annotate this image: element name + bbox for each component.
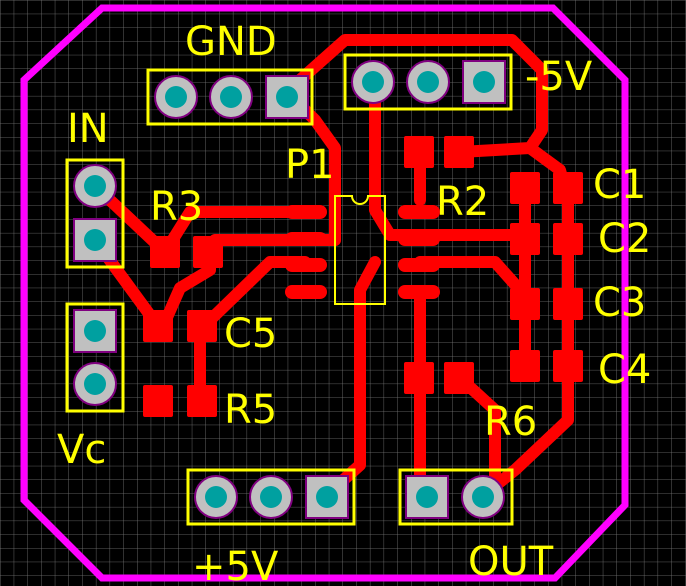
label-r3: R3	[150, 184, 203, 230]
r6-pad-1	[404, 362, 434, 394]
label-p1: P1	[285, 142, 335, 188]
label-vc: Vc	[57, 427, 106, 473]
label-c2: C2	[598, 216, 651, 262]
label-r2: R2	[436, 179, 489, 225]
c1-pad-2	[553, 172, 583, 204]
r6-pad-2	[444, 362, 474, 394]
board-outline	[20, 4, 629, 582]
silkscreen-labels: GND -5V IN P1 R3 R2 C1 C2 C3 C4 C5 R5 R6…	[57, 19, 651, 586]
out-header-outline	[398, 468, 514, 526]
c1-pad-1	[510, 172, 540, 204]
label-c5: C5	[224, 311, 277, 357]
r3-pad-2	[193, 236, 223, 268]
label-r5: R5	[224, 387, 277, 433]
plus5v-header-outline	[186, 468, 356, 526]
c5-pad-1	[143, 310, 173, 342]
r5-pad-2	[187, 385, 217, 417]
ic-p1-pads	[285, 205, 440, 299]
r3-pad-1	[150, 236, 180, 268]
label-c3: C3	[593, 280, 646, 326]
c4-pad-1	[510, 350, 540, 382]
c2-pad-1	[510, 223, 540, 255]
gnd-header-outline	[146, 68, 314, 126]
label-in: IN	[67, 106, 109, 152]
c5-pad-2	[187, 310, 217, 342]
label-c1: C1	[593, 162, 646, 208]
smd-pads	[143, 136, 583, 417]
minus5v-header-outline	[343, 53, 513, 111]
c2-pad-2	[553, 223, 583, 255]
label-minus5v: -5V	[525, 54, 593, 100]
label-out: OUT	[468, 539, 554, 585]
ic-p1-outline	[334, 195, 386, 305]
label-gnd: GND	[185, 19, 277, 65]
label-r6: R6	[484, 399, 537, 445]
silkscreen-outlines	[65, 53, 514, 526]
c4-pad-2	[553, 350, 583, 382]
r2-pad-1	[404, 136, 434, 168]
label-plus5v: +5V	[192, 544, 279, 586]
r5-pad-1	[143, 385, 173, 417]
label-c4: C4	[598, 347, 651, 393]
r2-pad-2	[444, 136, 474, 168]
vc-header-outline	[65, 302, 125, 413]
c3-pad-2	[553, 288, 583, 320]
c3-pad-1	[510, 288, 540, 320]
in-header-outline	[65, 158, 125, 269]
through-hole-pads	[73, 60, 506, 519]
